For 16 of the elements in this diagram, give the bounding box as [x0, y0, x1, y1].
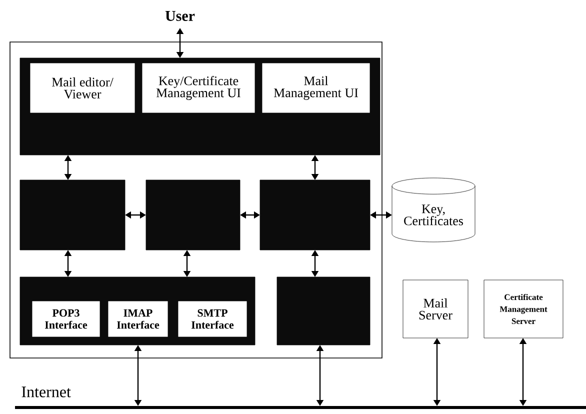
interface-box: POP3 Interface — [32, 300, 100, 338]
network-label: Internet — [22, 386, 71, 398]
database-cylinder: Key, Certificates — [392, 178, 476, 242]
interface-box: SMTP Interface — [178, 300, 248, 338]
module-box — [276, 276, 370, 346]
interface-box: IMAP Interface — [108, 300, 168, 338]
module-box — [260, 180, 370, 250]
ui-box: Mail Management UI — [262, 62, 370, 114]
server-box: Mail Server — [402, 280, 468, 338]
module-box — [20, 180, 126, 250]
server-box: Certificate Management Server — [484, 280, 564, 338]
module-box — [146, 180, 240, 250]
ui-box: Key/Certificate Management UI — [142, 62, 256, 114]
system-frame — [10, 42, 382, 358]
user-label: User — [165, 11, 195, 21]
ui-box: Mail editor/ Viewer — [30, 62, 136, 114]
